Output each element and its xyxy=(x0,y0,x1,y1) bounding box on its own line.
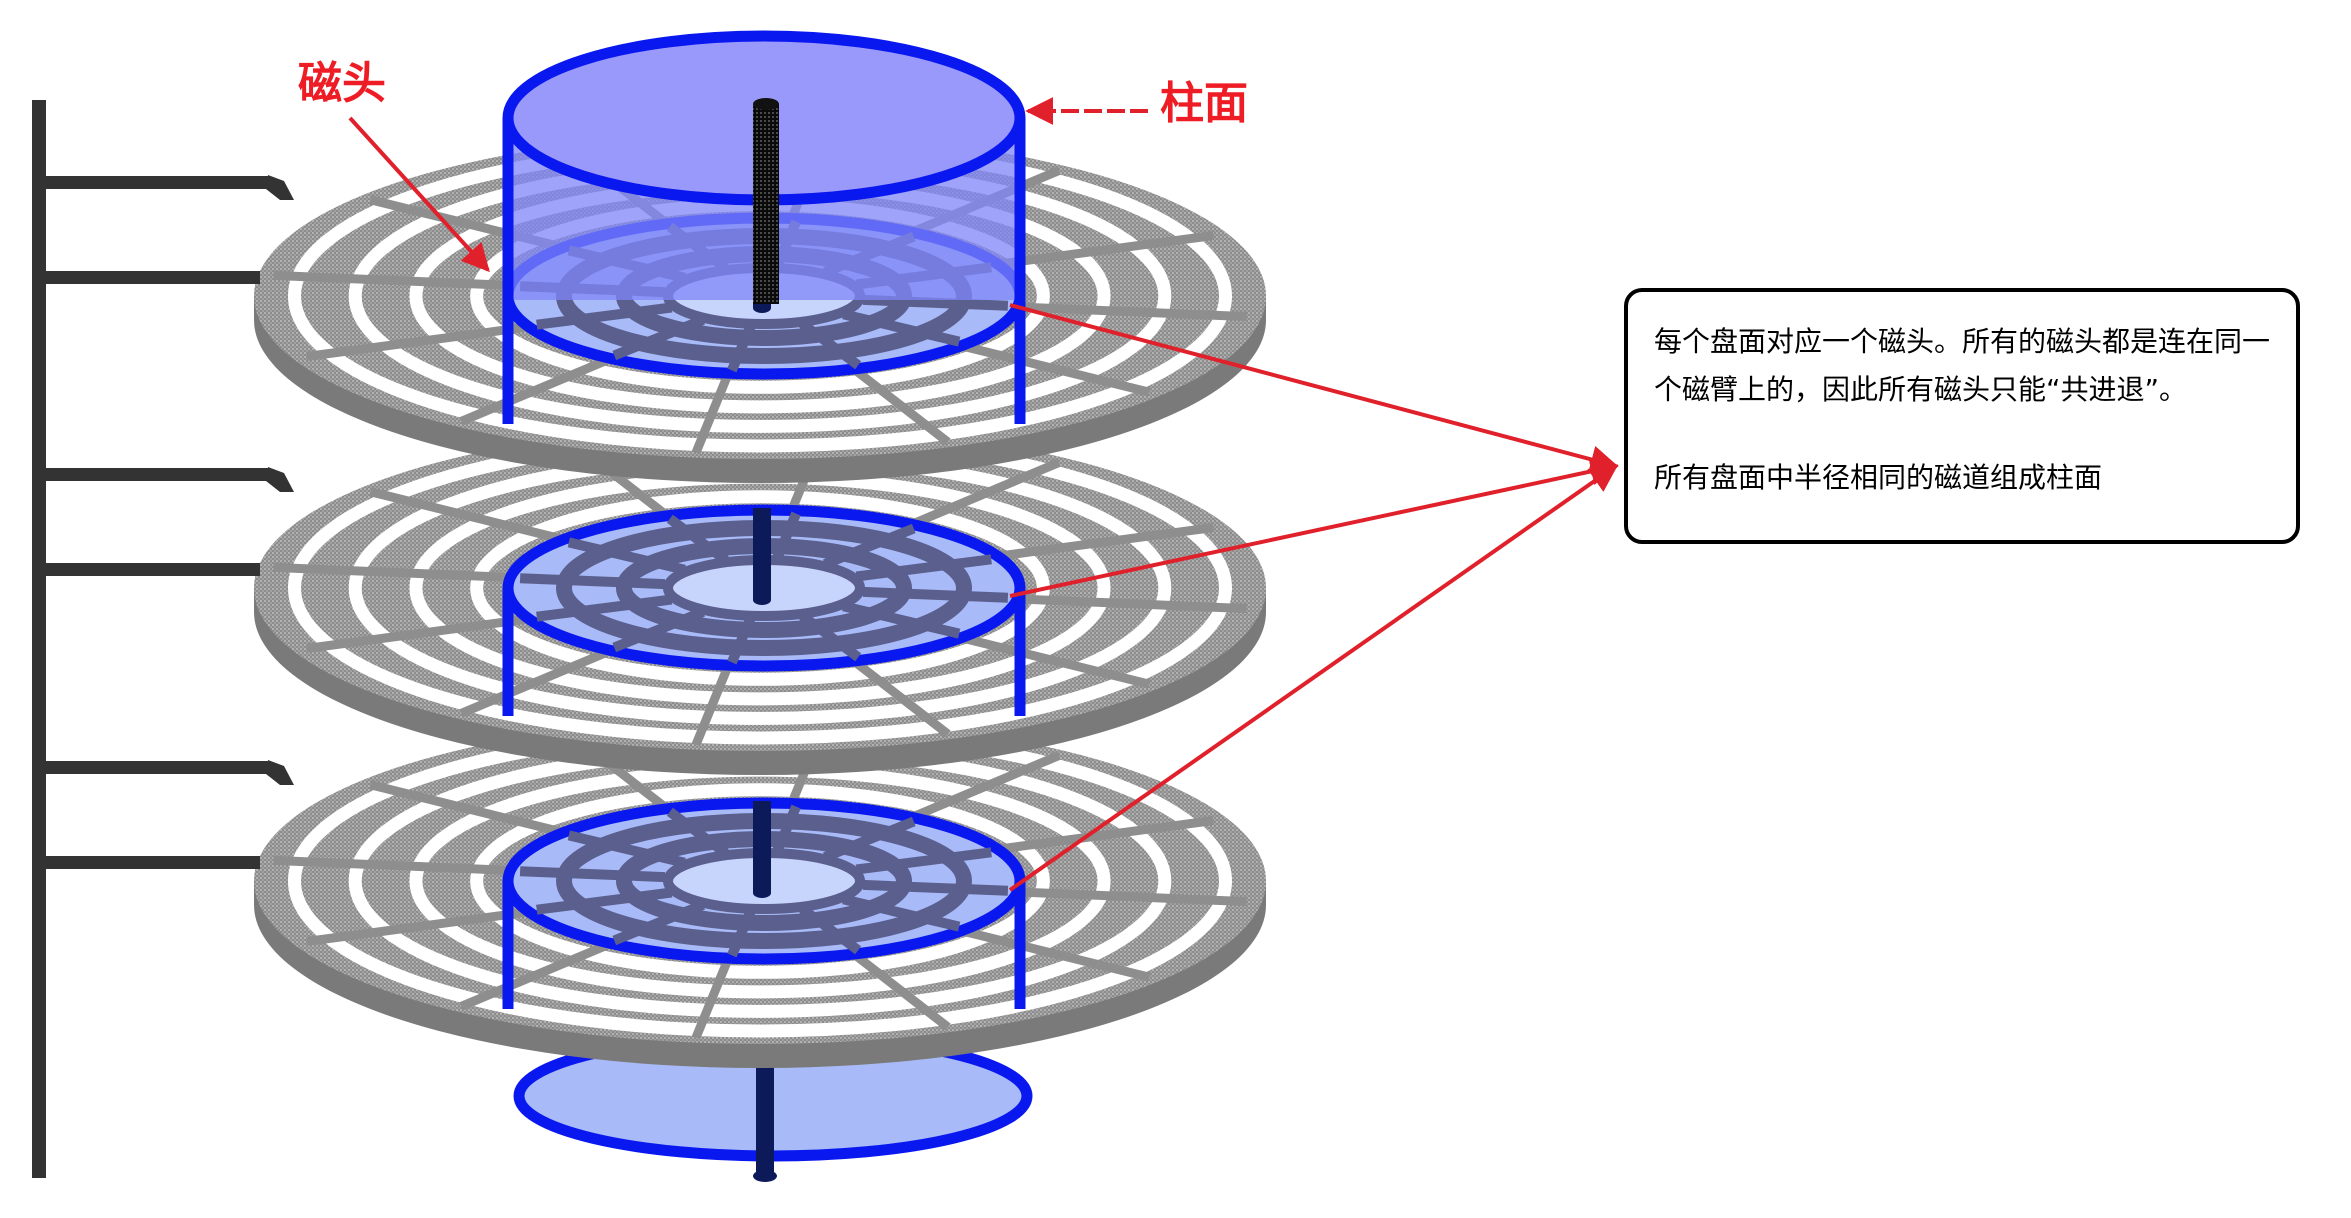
spindle xyxy=(753,508,771,600)
cylinder-label: 柱面 xyxy=(1160,78,1248,129)
head-label: 磁头 xyxy=(298,58,386,109)
callout-text-heads: 每个盘面对应一个磁头。所有的磁头都是连在同一个磁臂上的，因此所有磁头只能“共进退… xyxy=(1654,325,2271,406)
explanation-callout: 每个盘面对应一个磁头。所有的磁头都是连在同一个磁臂上的，因此所有磁头只能“共进退… xyxy=(1624,288,2300,544)
platter-2 xyxy=(32,425,1266,775)
head-label-arrow xyxy=(348,116,490,273)
callout-text-cylinder: 所有盘面中半径相同的磁道组成柱面 xyxy=(1654,461,2103,494)
callout-arrows xyxy=(1008,303,1619,892)
head-arm xyxy=(32,468,268,481)
cylinder-top xyxy=(502,30,1026,304)
read-write-head xyxy=(266,760,294,785)
spindle xyxy=(753,801,771,893)
actuator-post xyxy=(32,100,46,1178)
track-4 xyxy=(470,783,1050,979)
spindle-top xyxy=(753,104,779,304)
head-arm xyxy=(32,176,268,189)
read-write-head xyxy=(266,175,294,200)
read-write-head xyxy=(266,467,294,492)
head-arm xyxy=(32,761,268,774)
